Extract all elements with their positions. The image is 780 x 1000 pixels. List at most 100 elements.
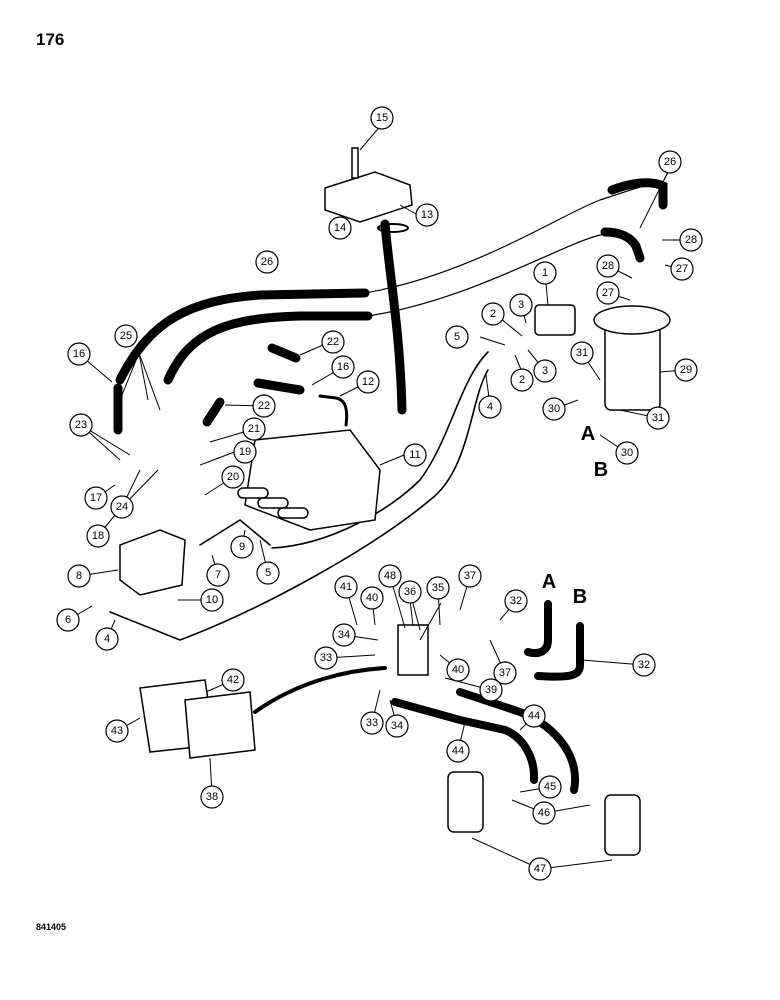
callout: 30 xyxy=(615,441,639,465)
svg-text:35: 35 xyxy=(432,582,444,594)
manifold-48 xyxy=(397,624,429,676)
callout: 2 xyxy=(481,302,505,326)
svg-text:32: 32 xyxy=(510,595,522,607)
callout: 13 xyxy=(415,203,439,227)
callout: 2 xyxy=(510,368,534,392)
page-number: 176 xyxy=(36,30,65,49)
hose-5 xyxy=(271,351,489,549)
svg-text:47: 47 xyxy=(534,863,546,875)
callout: 30 xyxy=(542,397,566,421)
callout: 44 xyxy=(522,704,546,728)
callout: 34 xyxy=(385,714,409,738)
svg-text:27: 27 xyxy=(676,263,688,275)
callout: 25 xyxy=(114,324,138,348)
callout: 3 xyxy=(509,293,533,317)
callout: 33 xyxy=(314,646,338,670)
svg-text:42: 42 xyxy=(227,674,239,686)
callout: 40 xyxy=(446,658,470,682)
spool-2 xyxy=(257,497,289,509)
svg-text:33: 33 xyxy=(366,717,378,729)
callout: 38 xyxy=(200,785,224,809)
marker-b-swivel: B xyxy=(594,459,608,481)
callout: 48 xyxy=(378,564,402,588)
callout: 27 xyxy=(596,281,620,305)
svg-text:18: 18 xyxy=(92,530,104,542)
svg-text:34: 34 xyxy=(338,629,350,641)
svg-text:4: 4 xyxy=(487,401,493,413)
marker-a-hose: A xyxy=(542,571,556,593)
hose-9 xyxy=(199,519,271,546)
svg-text:15: 15 xyxy=(376,112,388,124)
hose-44-a xyxy=(391,698,539,784)
svg-text:20: 20 xyxy=(227,471,239,483)
callout: 4 xyxy=(478,395,502,419)
svg-text:31: 31 xyxy=(652,412,664,424)
callout: 16 xyxy=(67,342,91,366)
svg-text:8: 8 xyxy=(76,570,82,582)
hose-26-upper xyxy=(115,288,370,385)
svg-text:14: 14 xyxy=(334,222,346,234)
callout: 26 xyxy=(255,250,279,274)
flange-13 xyxy=(324,171,413,223)
callout: 7 xyxy=(206,563,230,587)
link-line xyxy=(253,666,387,714)
svg-text:30: 30 xyxy=(548,403,560,415)
svg-text:44: 44 xyxy=(528,710,540,722)
svg-text:13: 13 xyxy=(421,209,433,221)
callout: 28 xyxy=(679,228,703,252)
callout: 15 xyxy=(370,106,394,130)
figure-code: 841405 xyxy=(36,922,67,932)
svg-text:25: 25 xyxy=(120,330,132,342)
callout: 28 xyxy=(596,254,620,278)
swivel-29-top xyxy=(593,305,671,335)
valve-8 xyxy=(119,529,186,596)
svg-text:6: 6 xyxy=(65,614,71,626)
svg-text:30: 30 xyxy=(621,447,633,459)
callout: 39 xyxy=(479,678,503,702)
svg-text:2: 2 xyxy=(519,374,525,386)
hose-26-lower-thin xyxy=(367,231,626,317)
accumulator-left xyxy=(447,771,484,833)
svg-text:3: 3 xyxy=(518,299,524,311)
svg-text:37: 37 xyxy=(499,667,511,679)
callout: 11 xyxy=(403,443,427,467)
svg-text:44: 44 xyxy=(452,745,464,757)
callout: 5 xyxy=(256,561,280,585)
svg-text:28: 28 xyxy=(602,260,614,272)
callout: 18 xyxy=(86,524,110,548)
svg-text:21: 21 xyxy=(248,423,260,435)
spool-3 xyxy=(277,507,309,519)
marker-a-swivel: A xyxy=(581,423,595,445)
callout: 44 xyxy=(446,739,470,763)
callout: 9 xyxy=(230,535,254,559)
svg-text:40: 40 xyxy=(452,664,464,676)
svg-text:22: 22 xyxy=(327,336,339,348)
callout: 22 xyxy=(252,394,276,418)
parts-group xyxy=(119,147,671,856)
callout: 37 xyxy=(493,661,517,685)
pipe-12 xyxy=(318,394,349,427)
plate-38-b xyxy=(184,691,256,759)
accumulator-right xyxy=(604,794,641,856)
svg-text:2: 2 xyxy=(490,308,496,320)
callout: 36 xyxy=(398,580,422,604)
svg-text:16: 16 xyxy=(73,348,85,360)
hose-22-top xyxy=(267,343,301,363)
callout: 12 xyxy=(356,370,380,394)
svg-text:16: 16 xyxy=(337,361,349,373)
callout: 5 xyxy=(445,325,469,349)
callout: 37 xyxy=(458,564,482,588)
svg-text:10: 10 xyxy=(206,594,218,606)
callout: 24 xyxy=(110,495,134,519)
callout: 29 xyxy=(674,358,698,382)
callout: 32 xyxy=(504,589,528,613)
svg-text:34: 34 xyxy=(391,720,403,732)
callout: 19 xyxy=(233,440,257,464)
callout: 34 xyxy=(332,623,356,647)
svg-text:5: 5 xyxy=(265,567,271,579)
callout: 10 xyxy=(200,588,224,612)
callout: 45 xyxy=(538,775,562,799)
callout: 20 xyxy=(221,465,245,489)
callout: 46 xyxy=(532,801,556,825)
